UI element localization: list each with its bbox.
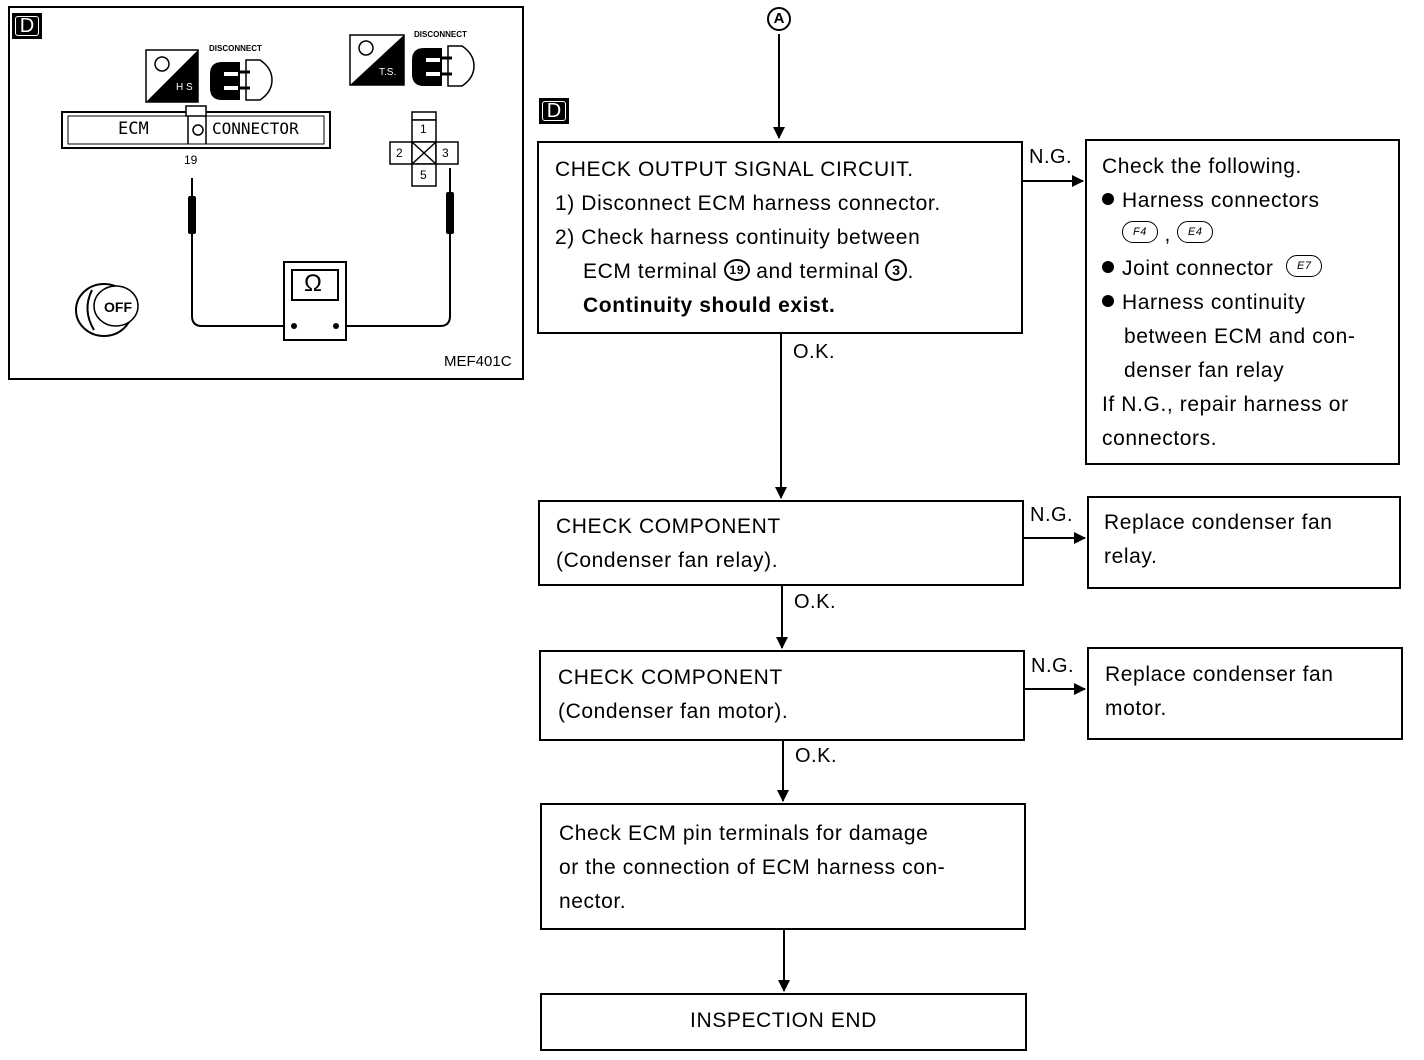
- step3-line1: CHECK COMPONENT: [558, 666, 783, 689]
- terminal-19-badge: 19: [723, 259, 750, 282]
- inspection-end-box: INSPECTION END: [540, 993, 1027, 1051]
- connector-a: A: [767, 7, 791, 31]
- step2-ng-line1: Replace condenser fan: [1104, 511, 1333, 534]
- connector-label: CONNECTOR: [212, 119, 299, 138]
- ecm-label: ECM: [118, 119, 149, 139]
- step2-ng-box: Replace condenser fan relay.: [1087, 496, 1401, 589]
- step1-line3: ECM terminal 19 and terminal 3.: [555, 255, 1021, 289]
- ts-label: T.S.: [379, 67, 397, 78]
- bullet-icon: [1102, 295, 1114, 308]
- pin-2-label: 2: [396, 146, 403, 160]
- step4-line1: Check ECM pin terminals for damage: [559, 822, 929, 845]
- step1-line3-a: ECM terminal: [583, 260, 718, 283]
- step2-box: CHECK COMPONENT (Condenser fan relay).: [538, 500, 1024, 586]
- probe-wires: [191, 168, 451, 327]
- illustration-badge: D: [12, 13, 42, 39]
- figure-code: MEF401C: [444, 353, 512, 370]
- step3-box: CHECK COMPONENT (Condenser fan motor).: [539, 650, 1025, 741]
- section-badge-label: D: [541, 101, 567, 121]
- disconnect-label-1: DISCONNECT: [209, 44, 262, 53]
- ng-label-2: N.G.: [1030, 504, 1074, 526]
- bullet-icon: [1102, 261, 1114, 274]
- ohmmeter-icon: [283, 261, 347, 341]
- illustration-drawing: [61, 34, 475, 341]
- step4-box: Check ECM pin terminals for damage or th…: [540, 803, 1026, 930]
- step1-title: CHECK OUTPUT SIGNAL CIRCUIT.: [555, 158, 914, 181]
- connector-e7-badge: E7: [1286, 255, 1323, 278]
- ignition-key-off-icon: [75, 283, 139, 337]
- step4-line3: nector.: [559, 890, 627, 913]
- disconnect-plug-icon-2: [412, 45, 475, 87]
- bullet-icon: [1102, 193, 1114, 206]
- step4-line2: or the connection of ECM harness con-: [559, 856, 946, 879]
- step1-line4: Continuity should exist.: [583, 294, 836, 317]
- terminal-3-badge: 3: [885, 259, 908, 282]
- step1-ng-connectors: F4 , E4: [1102, 218, 1398, 252]
- step3-ng-box: Replace condenser fan motor.: [1087, 647, 1403, 740]
- ng-label-1: N.G.: [1029, 146, 1073, 168]
- step1-line3-end: .: [907, 260, 914, 283]
- step2-line1: CHECK COMPONENT: [556, 515, 781, 538]
- illustration-panel: D: [8, 6, 524, 380]
- disconnect-plug-icon-1: [210, 59, 273, 101]
- hs-icon: [145, 49, 199, 103]
- pin-5-label: 5: [420, 168, 427, 182]
- step2-ng-line2: relay.: [1104, 545, 1158, 568]
- step3-ng-line1: Replace condenser fan: [1105, 663, 1334, 686]
- step1-ng-bullet3-l3: denser fan relay: [1124, 359, 1285, 382]
- five-pin-connector: [389, 111, 459, 187]
- step1-ng-bullet2: Joint connector E7: [1102, 252, 1398, 286]
- step1-ng-title: Check the following.: [1102, 155, 1302, 178]
- step1-ng-tail1: If N.G., repair harness or: [1102, 393, 1349, 416]
- step1-ng-box: Check the following. Harness connectors …: [1085, 139, 1400, 465]
- pin-3-label: 3: [442, 146, 449, 160]
- step1-line3-b: and terminal: [756, 260, 880, 283]
- ok-label-3: O.K.: [795, 745, 838, 767]
- disconnect-label-2: DISCONNECT: [414, 30, 467, 39]
- ng-label-3: N.G.: [1031, 655, 1075, 677]
- connector-a-label: A: [773, 10, 785, 27]
- ok-label-1: O.K.: [793, 341, 836, 363]
- pin-1-label: 1: [420, 122, 427, 136]
- step1-ng-bullet2-text: Joint connector: [1122, 257, 1274, 280]
- step3-line2: (Condenser fan motor).: [558, 700, 789, 723]
- ohm-symbol: Ω: [304, 270, 322, 297]
- step1-ng-tail2: connectors.: [1102, 427, 1218, 450]
- step1-ng-bullet3-l2: between ECM and con-: [1124, 325, 1356, 348]
- connector-e4-badge: E4: [1177, 221, 1214, 244]
- step1-ng-bullet1: Harness connectors: [1102, 184, 1398, 218]
- section-badge: D: [539, 98, 569, 124]
- ok-label-2: O.K.: [794, 591, 837, 613]
- pin-19-label: 19: [184, 153, 198, 167]
- step1-ng-bullet3: Harness continuity: [1102, 286, 1398, 320]
- connector-separator: ,: [1164, 223, 1171, 246]
- ts-icon: [349, 34, 405, 86]
- step2-line2: (Condenser fan relay).: [556, 549, 779, 572]
- illustration-badge-label: D: [14, 16, 40, 36]
- hs-label: H S: [176, 82, 193, 93]
- connector-f4-badge: F4: [1122, 221, 1158, 244]
- ecm-connector: [61, 105, 331, 149]
- step3-ng-line2: motor.: [1105, 697, 1167, 720]
- off-label: OFF: [104, 299, 132, 315]
- step1-line1: 1) Disconnect ECM harness connector.: [555, 192, 941, 215]
- probe-tips: [188, 192, 454, 234]
- step1-ng-bullet3-text: Harness continuity: [1122, 291, 1306, 314]
- step1-ng-bullet1-text: Harness connectors: [1122, 189, 1320, 212]
- step1-box: CHECK OUTPUT SIGNAL CIRCUIT. 1) Disconne…: [537, 141, 1023, 334]
- inspection-end-label: INSPECTION END: [690, 1009, 877, 1032]
- step1-line2: 2) Check harness continuity between: [555, 226, 921, 249]
